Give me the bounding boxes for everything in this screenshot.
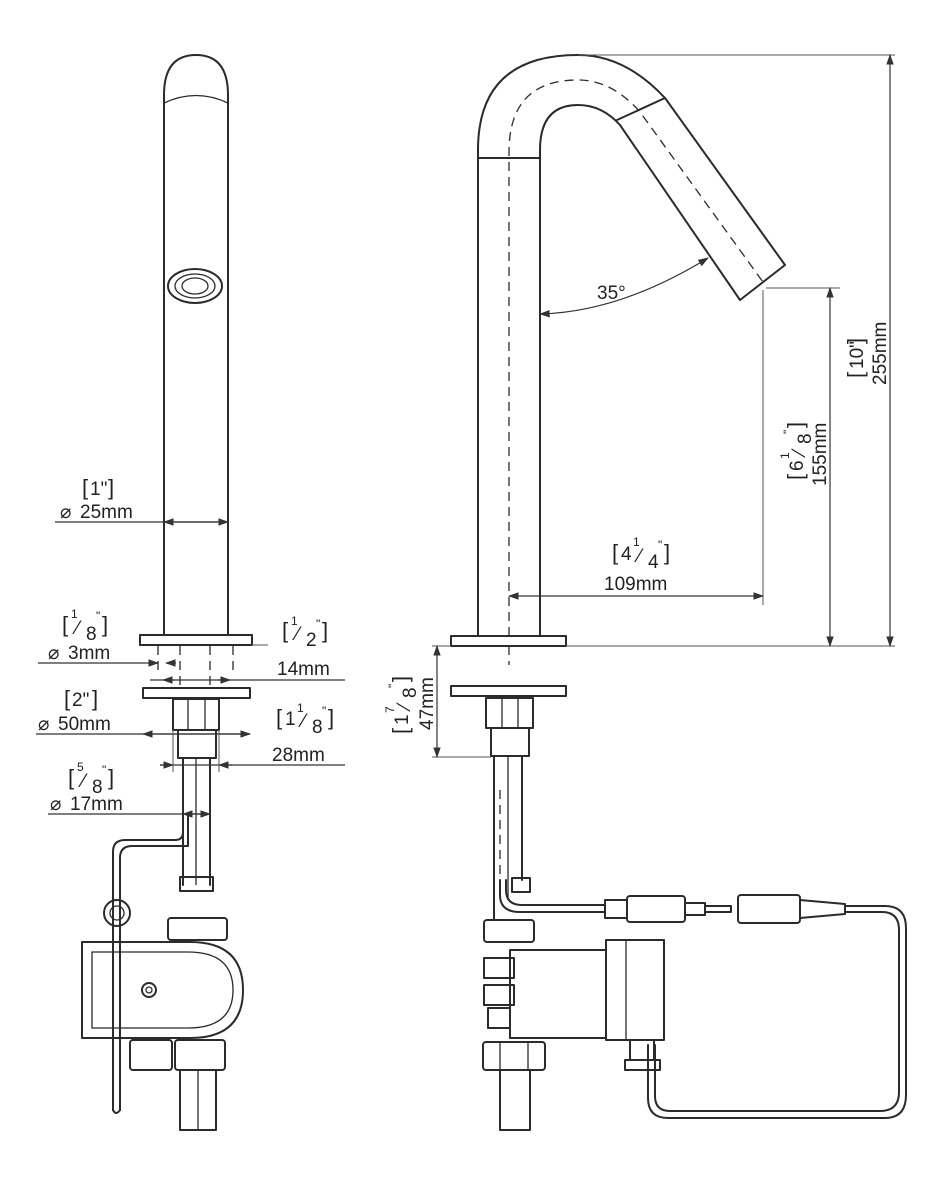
front-control-box-screw: [141, 982, 157, 998]
front-view-dimensions: [ 1" ] ⌀ 25mm [ 1 ⁄ 8 " ] ⌀ 3mm [ 1 ⁄ 2 …: [36, 475, 345, 818]
svg-text:[: [: [282, 618, 288, 643]
reach-metric: 109mm: [604, 574, 667, 595]
svg-text:]: ]: [328, 705, 334, 730]
shank-diameter-num: 5: [77, 760, 84, 774]
outlet-diameter-imperial: 1": [90, 479, 107, 500]
outlet-height-metric: 155mm: [810, 423, 831, 486]
svg-text:⁄: ⁄: [292, 624, 302, 645]
shank-diameter-metric: 17mm: [70, 794, 123, 815]
front-lower-flange: [142, 687, 251, 699]
svg-text:⁄: ⁄: [78, 771, 88, 792]
svg-text:]: ]: [108, 765, 114, 790]
svg-text:]: ]: [783, 422, 808, 428]
plate-thickness-metric: 14mm: [277, 659, 330, 680]
outlet-diameter-bracket: [: [82, 475, 88, 500]
side-lower-flange: [450, 685, 567, 697]
svg-text:[: [: [62, 612, 68, 637]
spout-angle-arc: [538, 257, 709, 318]
svg-text:[: [: [612, 540, 618, 565]
front-upper-connector: [167, 917, 228, 941]
reach-num: 1: [633, 535, 640, 549]
svg-text:]: ]: [92, 686, 98, 711]
overall-height-imperial: 10": [847, 341, 868, 369]
nut-width-whole: 1: [285, 709, 296, 730]
shank-diameter-den: 8: [92, 777, 103, 798]
reach-inch: ": [658, 538, 662, 552]
front-spout-body: [163, 54, 229, 636]
svg-text:⁄: ⁄: [298, 711, 308, 732]
svg-text:[: [: [64, 686, 70, 711]
svg-text:⁄: ⁄: [789, 448, 810, 458]
svg-text:⁄: ⁄: [394, 702, 415, 712]
spout-angle-label: 35°: [597, 283, 626, 304]
svg-text:]: ]: [843, 338, 868, 344]
deck-thickness-den: 8: [400, 687, 421, 698]
shank-diameter-inch: ": [102, 763, 106, 777]
side-mounting-nut: [485, 697, 534, 729]
side-cable-loop: [647, 905, 907, 1119]
deck-thickness-inch: ": [386, 684, 400, 688]
hole-diameter-num: 1: [71, 607, 78, 621]
nut-width-metric: 28mm: [272, 745, 325, 766]
front-control-box: [81, 941, 244, 1039]
side-cable-connector: [604, 894, 846, 924]
side-base-plate: [450, 635, 567, 647]
svg-text:]: ]: [664, 540, 670, 565]
outlet-diameter-symbol: ⌀: [60, 502, 71, 523]
plate-thickness-num: 1: [291, 614, 298, 628]
hole-diameter-inch: ": [96, 609, 100, 623]
hole-diameter-den: 8: [86, 624, 97, 645]
outlet-height-whole: 6: [787, 460, 808, 471]
side-view: [450, 54, 907, 1131]
outlet-height-num: 1: [778, 452, 792, 459]
svg-text:[: [: [388, 728, 413, 734]
front-lower-connector: [129, 1039, 173, 1071]
svg-text:]: ]: [102, 612, 108, 637]
svg-text:⁄: ⁄: [634, 546, 644, 567]
outlet-height-inch: ": [781, 430, 795, 434]
nut-width-num: 1: [297, 701, 304, 715]
outlet-height-den: 8: [795, 433, 816, 444]
svg-text:]: ]: [322, 618, 328, 643]
side-spout-body: [477, 54, 786, 637]
overall-height-metric: 255mm: [870, 322, 891, 385]
svg-text:]: ]: [388, 676, 413, 682]
front-shank: [177, 729, 217, 759]
nut-width-den: 8: [312, 717, 323, 738]
deck-thickness-num: 7: [383, 706, 397, 713]
shank-diameter-symbol: ⌀: [50, 794, 61, 815]
front-spout-outlet-band: [163, 94, 229, 104]
front-mounting-nut: [172, 698, 220, 731]
reach-den: 4: [648, 552, 659, 573]
side-solenoid-valve: [483, 919, 665, 1071]
svg-text:[: [: [68, 765, 74, 790]
flange-diameter-metric: 50mm: [58, 714, 111, 735]
front-view: [81, 54, 253, 1131]
front-base-plate: [139, 634, 253, 646]
flange-diameter-imperial: 2": [72, 690, 89, 711]
sensor-eye-icon: [167, 268, 223, 304]
reach-whole: 4: [621, 544, 632, 565]
flange-diameter-symbol: ⌀: [38, 714, 49, 735]
svg-text:[: [: [276, 705, 282, 730]
nut-width-inch: ": [322, 704, 326, 718]
front-cable-ring: [103, 899, 131, 927]
svg-text:⁄: ⁄: [72, 618, 82, 639]
outlet-diameter-metric: 25mm: [80, 502, 133, 523]
hole-diameter-metric: 3mm: [68, 643, 110, 664]
svg-text:[: [: [843, 372, 868, 378]
hole-diameter-symbol: ⌀: [48, 643, 59, 664]
side-view-dimensions: 35° [ 4 1 ⁄ 4 " ] 109mm [ 6 1 ⁄ 8 " ] 15…: [383, 53, 895, 759]
plate-thickness-den: 2: [306, 630, 317, 651]
plate-thickness-inch: ": [316, 617, 320, 631]
deck-thickness-metric: 47mm: [417, 677, 438, 730]
deck-thickness-whole: 1: [392, 714, 413, 725]
svg-text:[: [: [783, 474, 808, 480]
front-cable: [112, 814, 184, 906]
svg-text:]: ]: [108, 475, 114, 500]
outlet-height-imperial: [ 6 1 ⁄ 8 " ]: [778, 422, 816, 480]
side-lower-nut: [482, 1041, 546, 1071]
